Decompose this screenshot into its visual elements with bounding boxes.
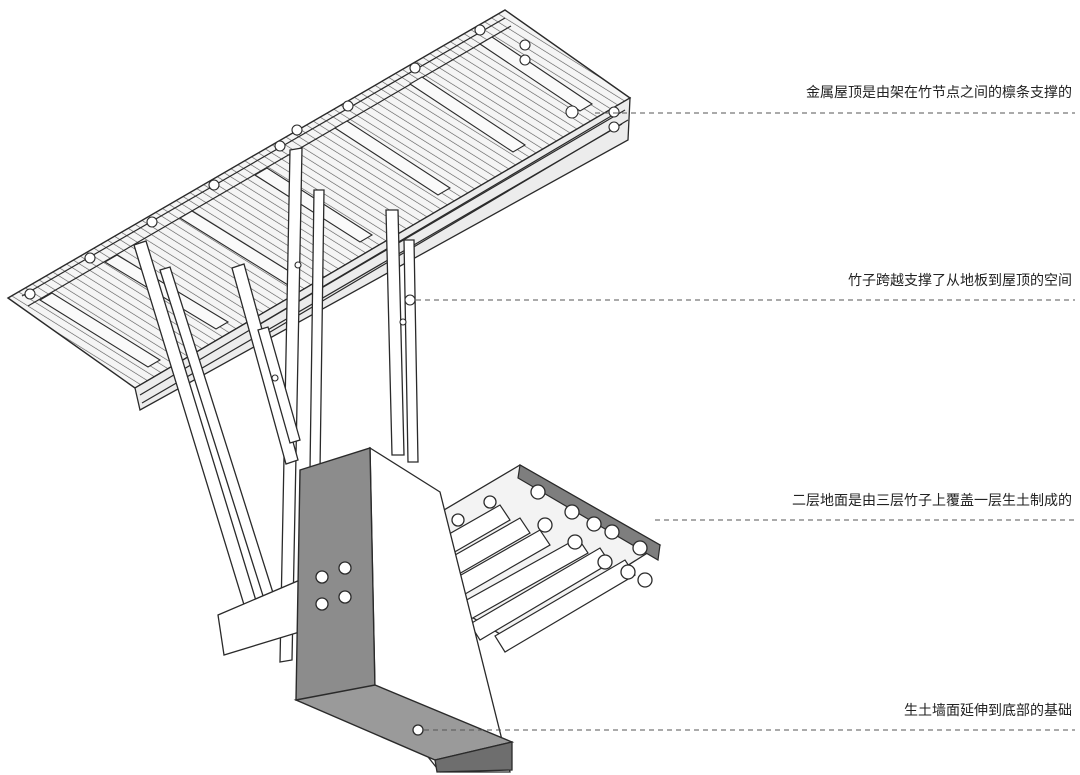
pole-joints bbox=[271, 124, 416, 382]
wall-front-face bbox=[295, 447, 376, 701]
floor-edge bbox=[517, 464, 661, 561]
label-roof: 金属屋顶是由架在竹节点之间的檩条支撑的 bbox=[806, 85, 1072, 101]
bamboo-poles bbox=[133, 147, 419, 663]
wall-bamboo-holes bbox=[315, 561, 424, 736]
wall-base-front bbox=[434, 741, 513, 773]
label-bamboo-span: 竹子跨越支撑了从地板到屋顶的空间 bbox=[848, 273, 1072, 289]
roof-rafters bbox=[38, 36, 594, 368]
bamboo-pole bbox=[279, 147, 303, 663]
label-earth-wall: 生土墙面延伸到底部的基础 bbox=[904, 703, 1072, 719]
bamboo-pole bbox=[385, 209, 405, 456]
bamboo-pole bbox=[403, 239, 419, 463]
leader-lines bbox=[416, 112, 1075, 731]
label-second-floor: 二层地面是由三层竹子上覆盖一层生土制成的 bbox=[792, 493, 1072, 509]
bamboo-brace bbox=[257, 326, 301, 444]
roof-bamboo-nodes bbox=[24, 24, 620, 300]
earth-wall bbox=[293, 446, 515, 773]
floor-bamboo-ends bbox=[408, 484, 653, 588]
